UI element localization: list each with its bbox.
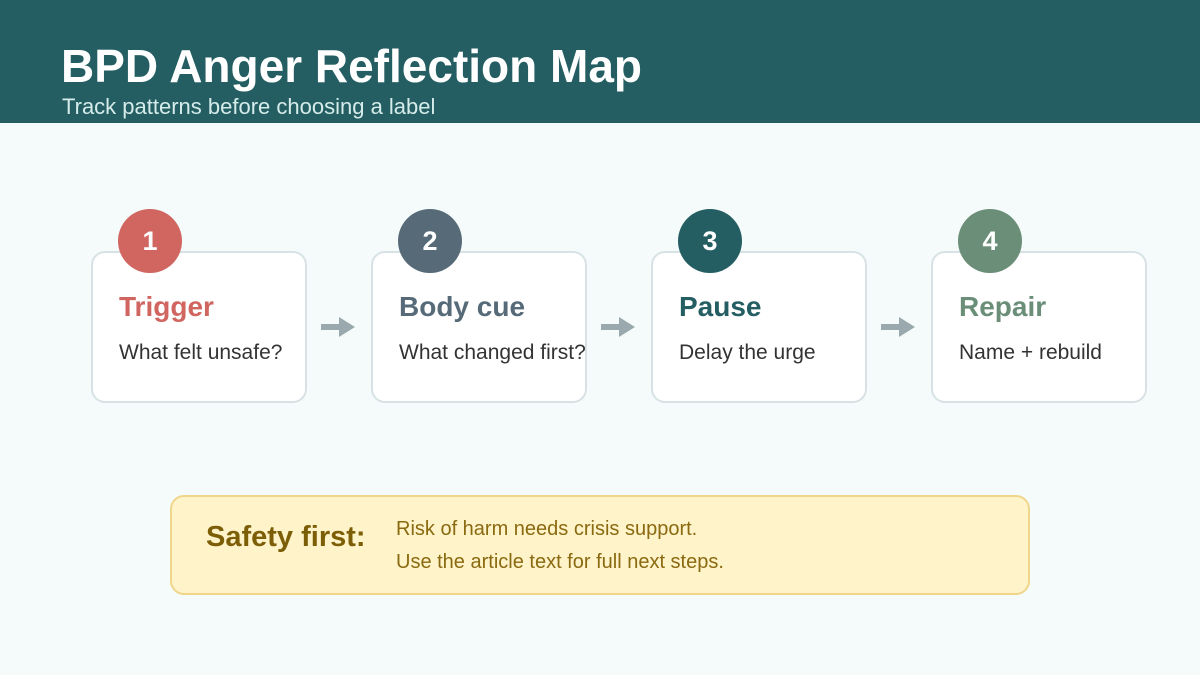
arrow-right-icon bbox=[881, 317, 915, 337]
step-card-body-cue: Body cue What changed first? bbox=[371, 251, 587, 403]
arrow-right-icon bbox=[601, 317, 635, 337]
step-title: Pause bbox=[679, 291, 762, 322]
step-number-badge: 1 bbox=[118, 209, 182, 273]
step-question: Name + rebuild bbox=[959, 341, 1102, 364]
arrow-right-icon bbox=[321, 317, 355, 337]
step-question: Delay the urge bbox=[679, 341, 816, 364]
step-title: Body cue bbox=[399, 291, 526, 322]
step-title: Repair bbox=[959, 291, 1047, 322]
page-title: BPD Anger Reflection Map bbox=[61, 40, 643, 92]
step-card-trigger: Trigger What felt unsafe? bbox=[91, 251, 307, 403]
page-subtitle: Track patterns before choosing a label bbox=[62, 94, 436, 119]
step-number-badge: 3 bbox=[678, 209, 742, 273]
safety-label: Safety first: bbox=[206, 521, 366, 553]
step-question: What felt unsafe? bbox=[119, 341, 283, 364]
step-question: What changed first? bbox=[399, 341, 586, 364]
safety-note: Safety first: Risk of harm needs crisis … bbox=[170, 495, 1030, 595]
safety-line: Use the article text for full next steps… bbox=[396, 551, 724, 573]
step-title: Trigger bbox=[119, 291, 214, 322]
step-number-badge: 2 bbox=[398, 209, 462, 273]
step-card-repair: Repair Name + rebuild bbox=[931, 251, 1147, 403]
header-banner: BPD Anger Reflection Map Track patterns … bbox=[0, 0, 1200, 123]
step-number-badge: 4 bbox=[958, 209, 1022, 273]
safety-line: Risk of harm needs crisis support. bbox=[396, 518, 698, 540]
step-card-pause: Pause Delay the urge bbox=[651, 251, 867, 403]
